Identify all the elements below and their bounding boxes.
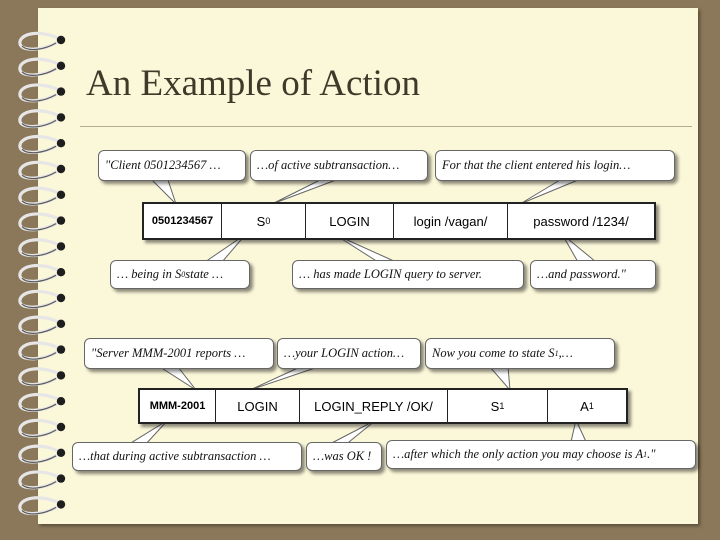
spiral-ring [18, 444, 66, 464]
spiral-binding [18, 31, 66, 516]
spiral-ring [18, 418, 66, 438]
client-action-cell: LOGIN [306, 204, 394, 238]
spiral-ring [18, 263, 66, 283]
pointer-your-login [249, 366, 319, 391]
server-action-cell: LOGIN [216, 390, 300, 422]
spiral-ring [18, 212, 66, 232]
pointer-server-reports [159, 366, 197, 391]
spiral-ring [18, 496, 66, 516]
callout-active-subtransaction: …of active subtransaction… [250, 150, 428, 181]
callout-entered-login: For that the client entered his login… [435, 150, 675, 181]
spiral-ring [18, 186, 66, 206]
spiral-ring [18, 315, 66, 335]
spiral-ring [18, 289, 66, 309]
spiral-ring [18, 341, 66, 361]
callout-made-login-query: … has made LOGIN query to server. [292, 260, 524, 289]
callout-server-reports: "Server MMM-2001 reports … [84, 338, 274, 369]
spiral-ring [18, 57, 66, 77]
pointer-now-state [489, 366, 511, 391]
spiral-ring [18, 392, 66, 412]
callout-was-ok: …was OK ! [306, 442, 382, 471]
client-password-cell: password /1234/ [533, 213, 629, 229]
spiral-ring [18, 83, 66, 103]
spiral-ring [18, 134, 66, 154]
callout-after-which: …after which the only action you may cho… [386, 440, 696, 469]
server-reply-cell: LOGIN_REPLY /OK/ [300, 390, 448, 422]
client-phone-cell: 0501234567 [144, 204, 222, 238]
title-divider [80, 126, 692, 127]
spiral-ring [18, 109, 66, 129]
server-name-cell: MMM-2001 [140, 390, 216, 422]
slide-title: An Example of Action [86, 63, 420, 104]
callout-your-login-action: …your LOGIN action… [277, 338, 421, 369]
client-login-cell: login /vagan/ [394, 204, 508, 238]
spiral-ring [18, 470, 66, 490]
spiral-ring [18, 160, 66, 180]
callout-during-active: …that during active subtransaction … [72, 442, 302, 471]
callout-client: "Client 0501234567 … [98, 150, 246, 181]
spiral-ring [18, 367, 66, 387]
spiral-ring [18, 238, 66, 258]
spiral-ring [18, 31, 66, 51]
pointer-client [151, 179, 177, 205]
pointer-active-sub [271, 179, 337, 205]
callout-and-password: …and password." [530, 260, 656, 289]
pointer-entered-login [519, 179, 579, 205]
